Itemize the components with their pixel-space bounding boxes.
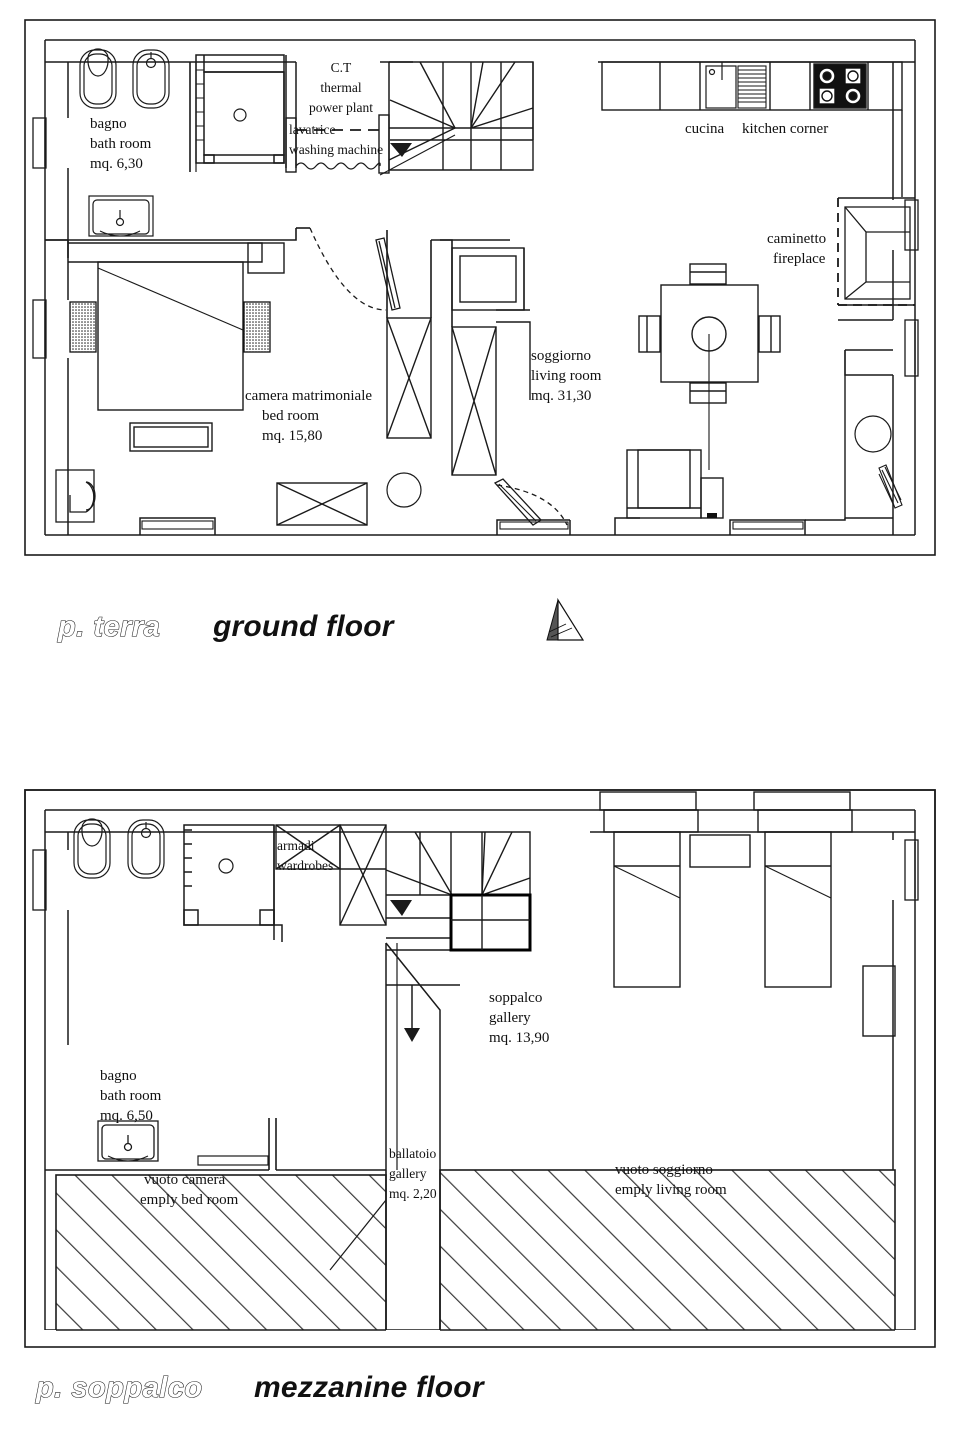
chair-top xyxy=(689,263,727,285)
window-right-mezz xyxy=(904,839,919,901)
mezzanine-tag-en: mezzanine floor xyxy=(254,1371,486,1404)
fireplace xyxy=(837,197,915,321)
window-left-upper xyxy=(32,117,47,169)
fireplace-name-en: fireplace xyxy=(773,251,826,267)
living-area: mq. 31,30 xyxy=(531,388,591,404)
living-name-en: living room xyxy=(531,368,602,384)
mezz-bathroom-area: mq. 6,50 xyxy=(100,1108,153,1124)
void-bedroom-en: emply bed room xyxy=(140,1192,239,1208)
dresser xyxy=(129,422,213,452)
void-living-en: emply living room xyxy=(615,1182,727,1198)
staircase-mezzanine xyxy=(385,831,532,952)
wardrobe-1 xyxy=(386,317,432,439)
window-left-mezz xyxy=(32,849,47,911)
bedroom-name-it: camera matrimoniale xyxy=(245,388,372,404)
ground-floor-frame xyxy=(24,19,936,556)
cooktop-icon xyxy=(813,63,867,109)
mezz-beds xyxy=(599,791,853,988)
chair-left xyxy=(638,315,661,353)
mezzanine-floor-drawing: bagno bath room mq. 6,50 armadi wardrobe… xyxy=(20,789,945,1446)
ground-floor-tag-en: ground floor xyxy=(212,610,396,643)
dining-set xyxy=(638,263,781,470)
balcony-name-it: ballatoio xyxy=(389,1146,436,1161)
kitchen-name-it: cucina xyxy=(685,121,724,137)
washing-machine-line1: lavatrice xyxy=(289,122,335,137)
gallery-edge xyxy=(385,942,460,1170)
gallery-name-en: gallery xyxy=(489,1010,531,1026)
kitchen-counter xyxy=(601,61,903,197)
mezz-bathroom-fixtures xyxy=(73,818,165,879)
bidet-icon xyxy=(132,49,170,109)
ballatoio-corridor xyxy=(385,1170,441,1330)
bathroom-name-it: bagno xyxy=(90,116,127,132)
wardrobes-name-it: armadi xyxy=(277,838,315,853)
double-bed xyxy=(97,261,244,411)
ground-floor-drawing: bagno bath room mq. 6,30 C.T thermal pow… xyxy=(24,19,936,644)
ground-floor-tag-it: p. terra xyxy=(57,611,160,643)
washing-machine-line2: washing machine xyxy=(289,142,383,157)
mezzanine-floor-plan: bagno bath room mq. 6,50 armadi wardrobe… xyxy=(0,770,960,1446)
kitchen-name-en: kitchen corner xyxy=(742,121,828,137)
nightstand-left xyxy=(69,301,97,353)
gallery-area: mq. 13,90 xyxy=(489,1030,549,1046)
living-name-it: soggiorno xyxy=(531,348,591,364)
ground-floor-labels: bagno bath room mq. 6,30 C.T thermal pow… xyxy=(90,60,828,444)
thermal-plant-room xyxy=(285,55,390,174)
bathroom-area: mq. 6,30 xyxy=(90,156,143,172)
ground-floor-plan: bagno bath room mq. 6,30 C.T thermal pow… xyxy=(0,0,960,700)
entrance-door xyxy=(493,478,568,526)
kitchen-sink-icon xyxy=(705,62,737,109)
balcony-area: mq. 2,20 xyxy=(389,1186,437,1201)
bedroom-ground xyxy=(45,227,510,526)
fireplace-name-it: caminetto xyxy=(767,231,826,247)
mezz-right-cabinet xyxy=(862,965,896,1037)
void-bedroom-it: vuoto camera xyxy=(144,1172,226,1188)
chair-bottom xyxy=(689,382,727,404)
bedroom-name-en: bed room xyxy=(262,408,319,424)
bedroom-chest xyxy=(276,482,368,526)
thermal-plant-line1: C.T xyxy=(331,60,352,75)
mezz-shower-unit xyxy=(183,824,283,942)
nightstand-right xyxy=(243,301,271,353)
staircase-ground xyxy=(379,61,534,176)
chair-right xyxy=(758,315,781,353)
bedroom-area: mq. 15,80 xyxy=(262,428,322,444)
mezzanine-tag-it: p. soppalco xyxy=(35,1372,203,1404)
thermal-plant-line2: thermal xyxy=(320,80,361,95)
thermal-plant-line3: power plant xyxy=(309,100,373,115)
washbasin-icon xyxy=(88,195,154,237)
mezz-bathroom-name-it: bagno xyxy=(100,1068,137,1084)
window-left-lower xyxy=(32,299,47,359)
mezz-wardrobes xyxy=(275,824,387,926)
toilet-icon xyxy=(73,818,111,879)
mezz-bathroom-name-en: bath room xyxy=(100,1088,162,1104)
wardrobe-2 xyxy=(451,326,497,476)
bidet-icon xyxy=(127,819,165,879)
mezzanine-labels: bagno bath room mq. 6,50 armadi wardrobe… xyxy=(100,838,727,1208)
drainboard-icon xyxy=(737,65,767,109)
mezz-washbasin-icon xyxy=(97,1120,159,1162)
window-right-upper xyxy=(904,199,919,251)
north-arrow-icon xyxy=(546,597,585,641)
wardrobes-name-en: wardrobes xyxy=(277,858,333,873)
gallery-name-it: soppalco xyxy=(489,990,542,1006)
bathroom-name-en: bath room xyxy=(90,136,152,152)
toilet-icon xyxy=(79,48,117,109)
void-living-it: vuoto soggiorno xyxy=(615,1162,713,1178)
hall-furniture xyxy=(451,247,531,400)
window-right-lower xyxy=(904,319,919,377)
sofa-living xyxy=(626,449,724,519)
balcony-name-en: gallery xyxy=(389,1166,427,1181)
bedroom-chair xyxy=(55,469,96,523)
shower-unit xyxy=(195,54,285,164)
